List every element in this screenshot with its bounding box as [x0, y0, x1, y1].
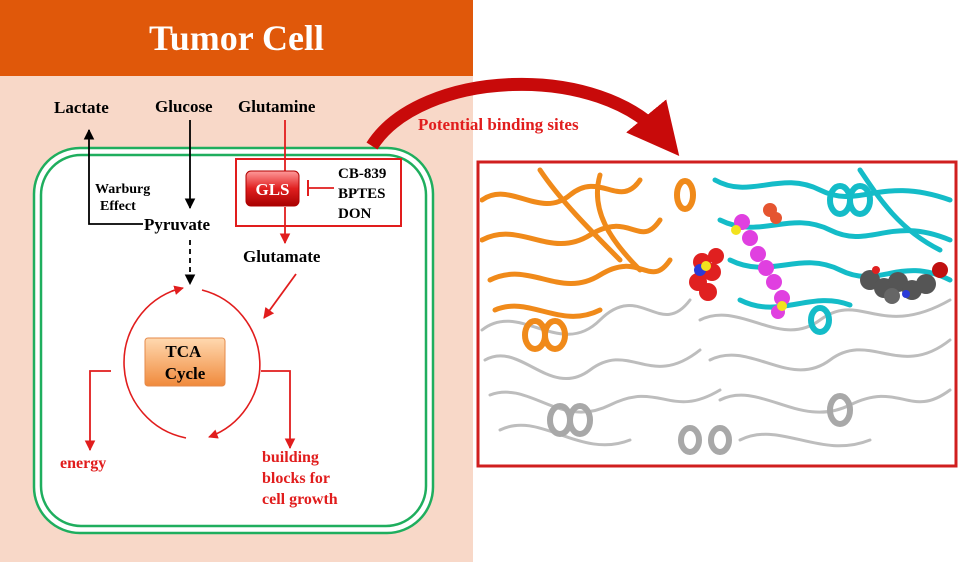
page-title: Tumor Cell — [148, 18, 325, 58]
energy-label: energy — [60, 455, 106, 472]
binding-sites-arrow — [366, 77, 680, 157]
ligand-cluster-left — [689, 248, 724, 301]
tca-cycle-box — [144, 337, 226, 387]
tca-cycle-arc-right — [201, 289, 261, 439]
glucose-label: Glucose — [155, 97, 213, 116]
building-blocks-label: building blocks for cell growth — [262, 449, 338, 508]
warburg-arrow — [83, 128, 143, 225]
glutamate-to-tca-arrow — [263, 273, 297, 319]
glutamine-label: Glutamine — [238, 97, 316, 116]
protein-structure-image — [476, 160, 958, 468]
gls-label: GLS — [255, 180, 289, 199]
tca-to-building-blocks-arrow — [261, 370, 296, 450]
tca-label: TCA Cycle — [165, 342, 206, 383]
cell-membrane-inner — [39, 153, 428, 528]
ligand-chain-magenta — [731, 203, 790, 319]
warburg-label: Warburg Effect — [95, 182, 154, 214]
tca-cycle-arc — [123, 288, 187, 439]
title-banner: Tumor Cell — [0, 0, 473, 76]
binding-sites-label: Potential binding sites — [418, 115, 579, 134]
inhibitor-list: CB-839 BPTES DON — [338, 166, 390, 222]
cell-membrane-outer — [32, 146, 435, 535]
tca-arc-top-arrow — [171, 285, 184, 295]
ligand-cluster-gray — [860, 262, 948, 304]
lactate-label: Lactate — [54, 98, 109, 117]
gls-enzyme — [245, 170, 300, 207]
glutamate-label: Glutamate — [243, 247, 321, 266]
pyruvate-label: Pyruvate — [144, 215, 211, 234]
tca-to-energy-arrow — [84, 370, 111, 452]
inhibitor-box — [235, 158, 402, 227]
